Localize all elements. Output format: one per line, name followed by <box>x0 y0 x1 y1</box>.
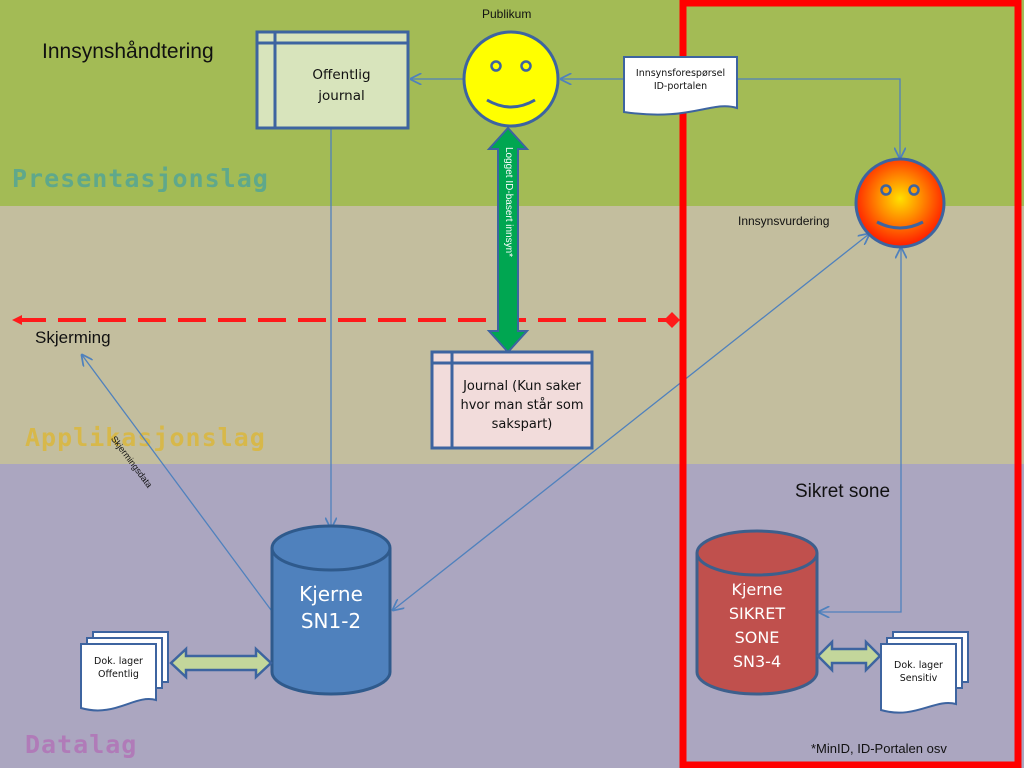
doc-store-public-line-2: Offentlig <box>98 669 139 680</box>
core-public-line-2: SN1-2 <box>300 609 362 633</box>
public-smiley-icon <box>462 30 560 128</box>
doc-store-public-double-arrow <box>169 646 273 680</box>
logged-access-label: Logget ID-basert innsyn* <box>503 147 514 258</box>
data-layer-label: Datalag <box>25 730 138 759</box>
core-secure-line-1: Kjerne <box>731 580 783 599</box>
core-public-database <box>270 524 392 696</box>
assessment-label: Innsynsvurdering <box>738 214 830 228</box>
party-journal-box <box>430 350 594 450</box>
connector-assessment-core-public <box>393 234 869 610</box>
public-journal-box <box>255 30 410 130</box>
party-journal-line-2: hvor man står som <box>460 398 584 413</box>
doc-store-sensitive-text: Dok. lager Sensitiv <box>881 652 956 692</box>
core-secure-line-2: SIKRET <box>728 604 786 623</box>
public-label: Publikum <box>482 7 532 21</box>
footnote: *MinID, ID-Portalen osv <box>811 741 947 756</box>
secure-zone-label: Sikret sone <box>795 481 891 502</box>
party-journal-line-3: sakspart) <box>491 417 553 432</box>
request-document-text: Innsynsforespørsel ID-portalen <box>624 62 737 98</box>
shielding-diamond-icon <box>664 312 680 328</box>
doc-store-sensitive-line-2: Sensitiv <box>899 673 938 684</box>
logged-access-double-arrow <box>486 126 530 354</box>
page-title: Innsynshåndtering <box>42 40 214 63</box>
doc-store-public-stack <box>80 631 169 712</box>
doc-store-public-line-1: Dok. lager <box>94 656 143 667</box>
connector-request-to-assessment <box>737 78 900 158</box>
public-journal-line-1: Offentlig <box>312 66 371 83</box>
doc-store-public-text: Dok. lager Offentlig <box>81 648 156 688</box>
public-journal-line-2: journal <box>318 87 365 104</box>
core-secure-line-4: SN3-4 <box>732 652 782 671</box>
core-secure-text: Kjerne SIKRET SONE SN3-4 <box>697 578 817 674</box>
shielding-arrowhead-icon <box>12 315 22 325</box>
request-document-shape <box>623 56 738 116</box>
party-journal-line-1: Journal (Kun saker <box>463 379 581 394</box>
doc-store-sensitive-stack <box>880 631 969 714</box>
core-secure-line-3: SONE <box>734 628 780 647</box>
public-journal-text: Offentlig journal <box>275 43 408 128</box>
core-secure-database <box>695 529 819 696</box>
party-journal-text: Journal (Kun saker hvor man står som sak… <box>452 363 592 448</box>
doc-store-sensitive-line-1: Dok. lager <box>894 660 943 671</box>
connector-shielding-data <box>82 355 272 611</box>
shielding-label: Skjerming <box>35 328 111 347</box>
doc-store-sensitive-double-arrow <box>816 638 882 674</box>
request-document-line-1: Innsynsforespørsel <box>635 68 726 79</box>
application-layer-label: Applikasjonslag <box>25 423 266 452</box>
secure-zone-border <box>679 0 1022 768</box>
presentation-layer-label: Presentasjonslag <box>12 164 269 193</box>
connector-core-secure-to-assessment <box>819 248 901 612</box>
core-public-text: Kjerne SN1-2 <box>272 578 390 638</box>
core-public-line-1: Kjerne <box>299 582 363 606</box>
request-document-line-2: ID-portalen <box>653 81 708 92</box>
assessment-smiley-icon <box>854 157 946 249</box>
